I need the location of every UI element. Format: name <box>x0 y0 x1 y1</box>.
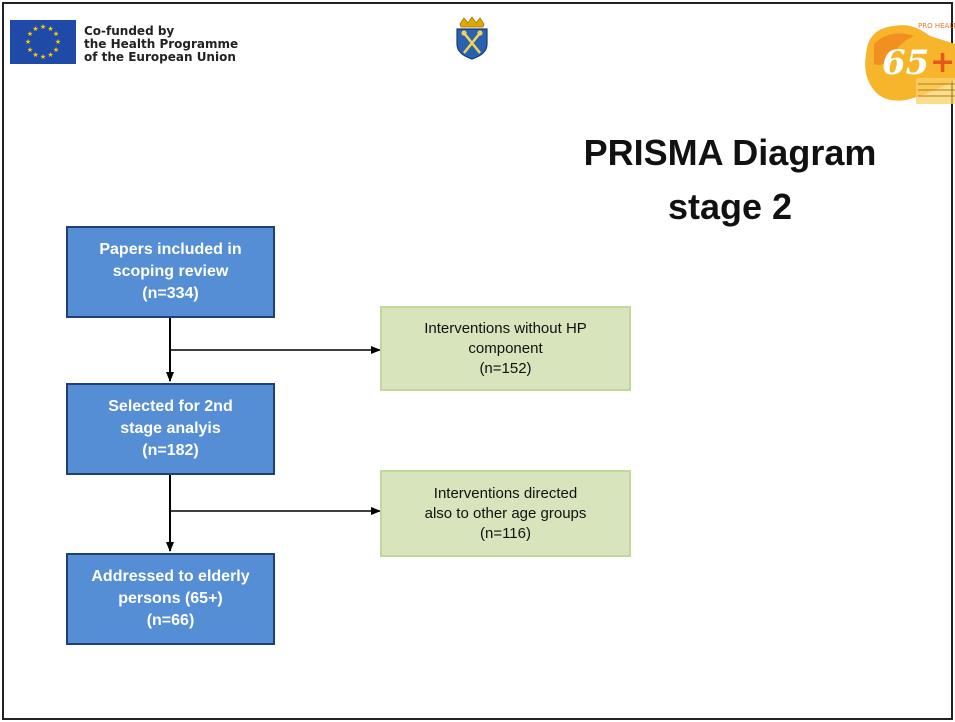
papers-included-line-2: scoping review <box>112 263 229 280</box>
svg-text:★: ★ <box>47 25 53 33</box>
pro-health-65-logo: 65 + PRO HEALTH <box>860 14 955 108</box>
excluded-age-line-1: Interventions directed <box>433 484 578 502</box>
eu-caption-line-1: Co-funded by <box>84 24 175 38</box>
svg-text:+: + <box>930 45 955 80</box>
svg-text:★: ★ <box>27 46 33 54</box>
excluded-age-count: (n=116) <box>479 524 531 542</box>
eu-flag-logo: ★ ★ ★ ★ ★ ★ ★ ★ ★ ★ ★ ★ <box>10 20 76 64</box>
excluded-age-line-2: also to other age groups <box>424 504 587 522</box>
svg-text:★: ★ <box>27 30 33 38</box>
svg-text:★: ★ <box>40 53 46 61</box>
excluded-hp-line-1: Interventions without HP <box>424 319 587 337</box>
selected-line-1: Selected for 2nd <box>108 398 233 415</box>
selected-second-stage-box: Selected for 2nd stage analyis (n=182) <box>66 383 275 475</box>
slide-title-line-1: PRISMA Diagram <box>583 132 877 173</box>
slide-title-line-2: stage 2 <box>667 186 793 227</box>
university-crest-logo <box>454 16 490 60</box>
svg-text:★: ★ <box>32 25 38 33</box>
papers-included-line-1: Papers included in <box>99 241 242 258</box>
eu-caption-line-3: of the European Union <box>84 50 236 64</box>
svg-text:★: ★ <box>53 30 59 38</box>
excluded-hp-line-2: component <box>468 339 543 357</box>
svg-text:★: ★ <box>40 23 46 31</box>
svg-text:65: 65 <box>882 43 929 83</box>
addressed-line-1: Addressed to elderly <box>91 568 250 585</box>
svg-text:★: ★ <box>55 38 61 46</box>
addressed-count: (n=66) <box>146 612 195 629</box>
excluded-hp-count: (n=152) <box>479 359 532 377</box>
papers-included-count: (n=334) <box>142 285 199 302</box>
selected-count: (n=182) <box>142 442 199 459</box>
excluded-without-hp-box: Interventions without HP component (n=15… <box>380 306 631 391</box>
excluded-other-age-box: Interventions directed also to other age… <box>380 470 631 557</box>
eu-caption-line-2: the Health Programme <box>84 37 239 51</box>
addressed-elderly-box: Addressed to elderly persons (65+) (n=66… <box>66 553 275 645</box>
selected-line-2: stage analyis <box>120 420 221 437</box>
addressed-line-2: persons (65+) <box>118 590 223 607</box>
svg-text:★: ★ <box>53 46 59 54</box>
svg-text:★: ★ <box>32 51 38 59</box>
svg-text:★: ★ <box>47 51 53 59</box>
eu-funding-caption: Co-funded by the Health Programme of the… <box>84 25 344 64</box>
papers-included-box: Papers included in scoping review (n=334… <box>66 226 275 318</box>
svg-text:★: ★ <box>25 38 31 46</box>
slide-title: PRISMA Diagram stage 2 <box>520 126 940 234</box>
svg-text:PRO HEALTH: PRO HEALTH <box>918 22 955 30</box>
